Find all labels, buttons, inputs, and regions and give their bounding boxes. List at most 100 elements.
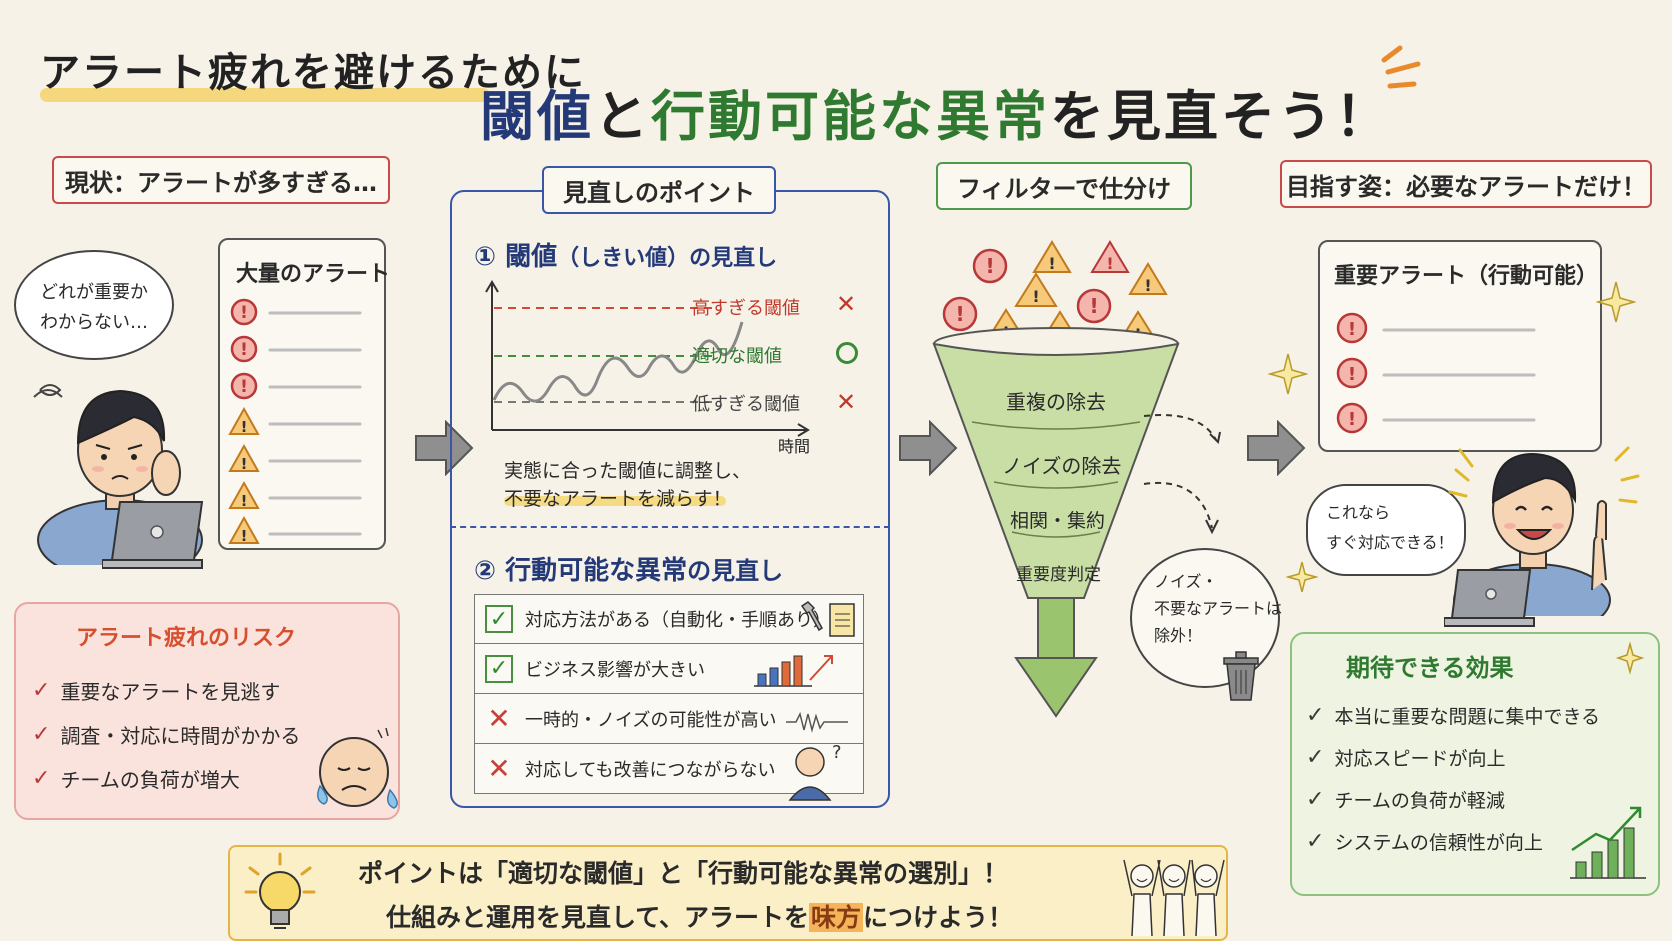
sparkle-icon bbox=[1596, 281, 1636, 323]
tool-clipboard-icon bbox=[800, 601, 855, 637]
svg-text:!: ! bbox=[1144, 276, 1151, 295]
table-row: ✓対応方法がある（自動化・手順あり） bbox=[474, 594, 864, 644]
laptop-icon bbox=[1444, 569, 1535, 627]
title-actionable: 行動可能な異常 bbox=[651, 85, 1050, 148]
check-icon: ✓ bbox=[32, 765, 51, 791]
circle-ok-icon bbox=[836, 342, 858, 364]
risk-title: アラート疲れのリスク bbox=[76, 626, 297, 651]
svg-text:!: ! bbox=[1348, 319, 1356, 340]
important-alert-title: 重要アラート（行動可能） bbox=[1334, 264, 1599, 289]
emphasis-lines-icon bbox=[1381, 45, 1421, 89]
section1-desc1: 実態に合った閾値に調整し、 bbox=[504, 460, 752, 482]
speech-line2: すぐ対応できる！ bbox=[1326, 533, 1454, 552]
section2-title-b: の見直し bbox=[687, 557, 784, 585]
low-threshold-label: 低すぎる閾値 bbox=[692, 394, 800, 415]
title-line1: アラート疲れを避けるために bbox=[40, 50, 586, 96]
arrow-right-icon bbox=[1247, 420, 1306, 476]
growth-chart-icon bbox=[1570, 806, 1646, 879]
effect-list: ✓本当に重要な問題に集中できる ✓対応スピードが向上 ✓チームの負荷が軽減 ✓シ… bbox=[1306, 694, 1600, 862]
bottom-banner bbox=[228, 845, 1228, 941]
title-line2: 閾値と行動可能な異常を見直そう！ bbox=[480, 72, 1392, 151]
risk-item: ✓重要なアラートを見逃す bbox=[32, 677, 281, 704]
sad-face-illustration bbox=[317, 727, 398, 809]
section1-title-b: （しきい値）の見直し bbox=[557, 246, 778, 271]
stage-correlate: 相関・集約 bbox=[1010, 510, 1106, 532]
svg-text:!: ! bbox=[241, 455, 248, 473]
trash-can-icon bbox=[1223, 651, 1259, 701]
check-icon: ✓ bbox=[32, 721, 51, 747]
speech-line1: これなら bbox=[1326, 503, 1391, 522]
speech-bubble bbox=[1306, 484, 1466, 576]
check-icon: ✓ bbox=[32, 677, 51, 703]
sparkle-icon bbox=[1616, 642, 1644, 675]
excluded-line3: 除外！ bbox=[1154, 626, 1203, 645]
high-threshold-label: 高すぎる閾値 bbox=[692, 298, 800, 319]
light-bulb-icon bbox=[244, 852, 316, 929]
cross-icon: ✕ bbox=[487, 752, 511, 785]
section-divider bbox=[450, 526, 890, 528]
important-alert-items: ! ! ! bbox=[1336, 312, 1536, 434]
alert-warning-icon: ! bbox=[228, 406, 260, 436]
banner-line2-c: につけよう！ bbox=[863, 903, 1014, 932]
speech-text: これなら すぐ対応できる！ bbox=[1326, 498, 1454, 558]
svg-text:!: ! bbox=[240, 377, 248, 397]
chart-xlabel: 時間 bbox=[778, 437, 810, 456]
section1-title: ① 閾値（しきい値）の見直し bbox=[474, 236, 777, 273]
title-and: と bbox=[594, 85, 651, 148]
goal-header: 目指す姿：必要なアラートだけ！ bbox=[1280, 160, 1652, 208]
thought-bubble bbox=[14, 250, 174, 360]
svg-text:!: ! bbox=[240, 340, 248, 360]
current-header: 現状：アラートが多すぎる… bbox=[52, 156, 390, 204]
table-row: ✕一時的・ノイズの可能性が高い bbox=[474, 694, 864, 744]
risk-item: ✓チームの負荷が増大 bbox=[32, 765, 240, 792]
metric-line bbox=[492, 321, 744, 403]
cross-icon: ✕ bbox=[836, 388, 857, 416]
cross-icon: ✕ bbox=[836, 290, 857, 318]
check-icon: ✓ bbox=[1306, 702, 1325, 728]
section2-title-a: 行動可能な異常 bbox=[505, 556, 688, 586]
svg-text:!: ! bbox=[241, 492, 248, 510]
svg-text:!: ! bbox=[1348, 364, 1356, 385]
sparkle-icon bbox=[1286, 561, 1318, 593]
filter-header: フィルターで仕分け bbox=[936, 162, 1192, 210]
stage-severity: 重要度判定 bbox=[1016, 565, 1101, 585]
mid-threshold-label: 適切な閾値 bbox=[692, 346, 782, 367]
effect-item: ✓対応スピードが向上 bbox=[1306, 744, 1506, 770]
title-threshold: 閾値 bbox=[480, 85, 594, 148]
excluded-text: ノイズ・ 不要なアラートは 除外！ bbox=[1154, 568, 1282, 649]
svg-text:!: ! bbox=[240, 303, 248, 323]
title-highlight bbox=[40, 88, 490, 102]
svg-text:!: ! bbox=[1348, 409, 1356, 430]
confused-person-icon: ? bbox=[788, 742, 842, 801]
section1-title-a: 閾値 bbox=[505, 242, 558, 272]
cross-icon: ✕ bbox=[487, 702, 511, 735]
bar-chart-up-icon bbox=[754, 655, 833, 687]
risk-list: ✓重要なアラートを見逃す ✓調査・対応に時間がかかる ✓チームの負荷が増大 bbox=[32, 668, 300, 800]
banner-line1: ポイントは「適切な閾値」と「行動可能な異常の選別」！ bbox=[358, 859, 1009, 888]
banner-line2: 仕組みと運用を見直して、アラートを味方につけよう！ bbox=[386, 898, 1013, 934]
review-header: 見直しのポイント bbox=[542, 166, 776, 214]
filter-funnel bbox=[932, 327, 1180, 718]
section2-number: ② bbox=[474, 556, 497, 586]
thought-line1: どれが重要か bbox=[40, 282, 148, 303]
effect-title: 期待できる効果 bbox=[1346, 654, 1514, 682]
check-icon: ✓ bbox=[1306, 786, 1325, 812]
checkbox-checked-icon: ✓ bbox=[485, 654, 513, 683]
title-review: を見直そう！ bbox=[1050, 85, 1392, 148]
section2-title: ② 行動可能な異常の見直し bbox=[474, 550, 783, 587]
thought-line2: わからない… bbox=[40, 312, 148, 333]
section1-number: ① bbox=[474, 242, 497, 272]
svg-text:!: ! bbox=[985, 254, 994, 278]
effect-item: ✓システムの信頼性が向上 bbox=[1306, 828, 1543, 854]
arrow-right-icon bbox=[899, 420, 958, 476]
excluded-line2: 不要なアラートは bbox=[1154, 599, 1283, 618]
alert-list-title: 大量のアラート bbox=[236, 262, 391, 287]
dashed-arrow-icon bbox=[1143, 414, 1221, 535]
stage-noise: ノイズの除去 bbox=[1002, 454, 1122, 478]
svg-text:!: ! bbox=[241, 418, 248, 436]
svg-text:!: ! bbox=[1089, 294, 1098, 318]
section1-desc2: 不要なアラートを減らす！ bbox=[504, 488, 732, 510]
check-icon: ✓ bbox=[1306, 744, 1325, 770]
banner-line2-a: 仕組みと運用を見直して、アラートを bbox=[386, 903, 810, 932]
alert-critical-icon: ! bbox=[230, 298, 258, 326]
